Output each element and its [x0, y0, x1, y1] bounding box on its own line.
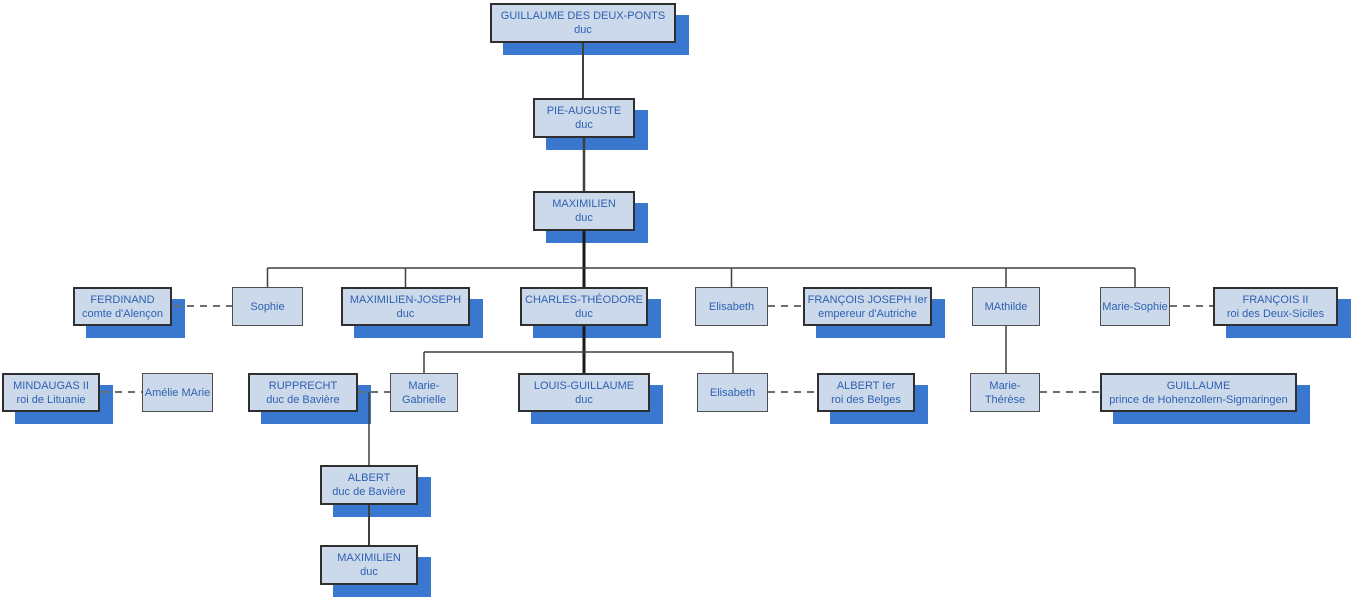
person-name: CHARLES-THÉODORE [525, 293, 643, 306]
person-name: Marie-Sophie [1102, 300, 1168, 313]
person-title: comte d'Alençon [82, 307, 163, 320]
person-title: duc [575, 393, 593, 406]
person-name: MINDAUGAS II [13, 379, 89, 392]
person-title: roi des Deux-Siciles [1226, 307, 1325, 320]
person-title: duc [396, 307, 415, 320]
person-name: MAXIMILIEN [337, 552, 401, 564]
person-node-guillaume-des-deux-ponts[interactable]: GUILLAUME DES DEUX-PONTS duc [490, 3, 676, 43]
person-node-mathilde[interactable]: MAthilde [972, 287, 1040, 326]
person-node-maximilien-duc-2[interactable]: MAXIMILIEN duc [320, 545, 418, 585]
person-title: duc [575, 119, 593, 131]
person-name: FERDINAND [90, 293, 155, 306]
person-name: Sophie [250, 300, 285, 313]
person-title: Gabrielle [401, 393, 447, 406]
person-node-marie-sophie[interactable]: Marie-Sophie [1100, 287, 1170, 326]
person-node-sophie[interactable]: Sophie [232, 287, 303, 326]
person-name: Amélie MArie [144, 386, 211, 399]
person-node-albert[interactable]: ALBERT duc de Bavière [320, 465, 418, 505]
person-name: MAXIMILIEN-JOSEPH [349, 293, 462, 306]
person-node-elisabeth[interactable]: Elisabeth [695, 287, 768, 326]
person-name: GUILLAUME DES DEUX-PONTS [500, 10, 666, 22]
person-title: duc [575, 212, 593, 224]
person-title: duc [574, 24, 592, 36]
person-name: LOUIS-GUILLAUME [533, 379, 635, 392]
person-title: roi de Lituanie [16, 393, 86, 406]
person-node-maximilien[interactable]: MAXIMILIEN duc [533, 191, 635, 231]
person-node-pie-auguste[interactable]: PIE-AUGUSTE duc [533, 98, 635, 138]
person-node-marie-therese[interactable]: Marie-Thérèse [970, 373, 1040, 412]
person-title: duc de Bavière [332, 486, 406, 498]
person-node-elisabeth-2[interactable]: Elisabeth [697, 373, 768, 412]
person-title: duc [360, 566, 378, 578]
person-title: roi des Belges [831, 393, 901, 406]
person-name: FRANÇOIS II [1242, 293, 1309, 306]
person-node-marie-gabrielle[interactable]: Marie-Gabrielle [390, 373, 458, 412]
person-title: Thérèse [984, 393, 1026, 406]
person-title: empereur d'Autriche [818, 307, 917, 320]
person-title: duc de Bavière [266, 393, 340, 406]
person-name: GUILLAUME [1166, 379, 1231, 392]
person-name: ALBERT Ier [836, 379, 896, 392]
person-name: MAXIMILIEN [552, 198, 616, 210]
person-name: Elisabeth [709, 386, 756, 399]
person-title: duc [575, 307, 593, 320]
person-name: MAthilde [984, 300, 1028, 313]
person-name: Marie- [989, 379, 1021, 392]
person-name: PIE-AUGUSTE [546, 105, 622, 117]
person-name: ALBERT [347, 472, 391, 484]
person-name: Elisabeth [708, 300, 755, 313]
person-name: FRANÇOIS JOSEPH Ier [807, 293, 928, 306]
person-name: Marie- [408, 379, 440, 392]
person-name: RUPPRECHT [268, 379, 338, 392]
person-node-amelie-marie[interactable]: Amélie MArie [142, 373, 213, 412]
person-title: prince de Hohenzollern-Sigmaringen [1109, 393, 1288, 406]
